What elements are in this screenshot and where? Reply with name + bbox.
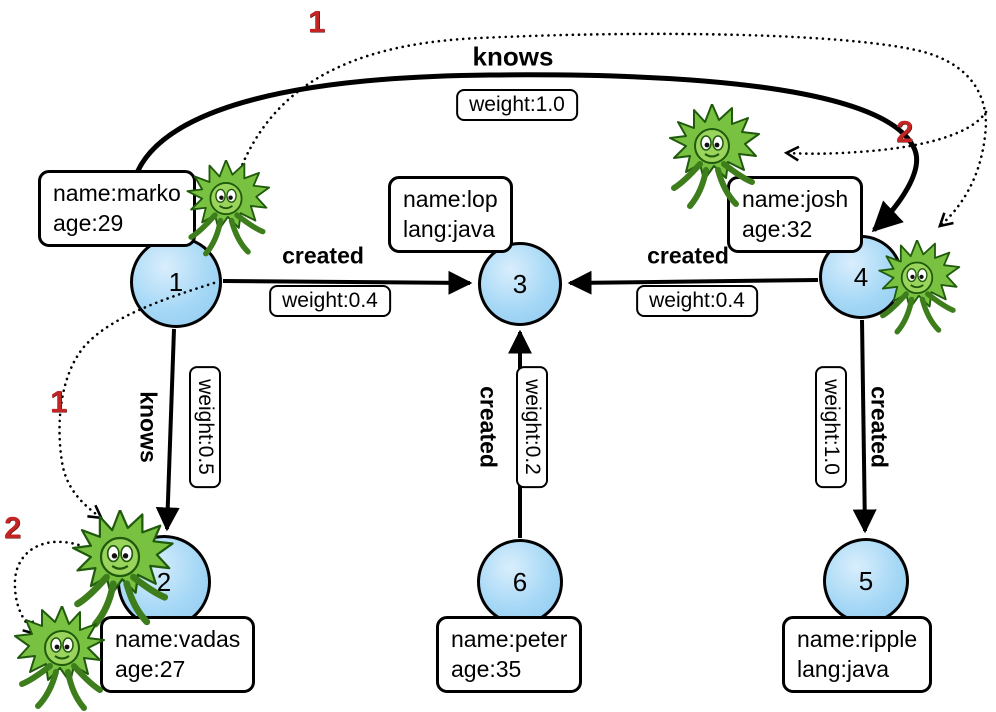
prop-line: name:vadas <box>115 626 241 652</box>
prop-line: name:ripple <box>797 626 918 652</box>
propbox-lop: name:lop lang:java <box>388 176 513 253</box>
vertex-1-label: 1 <box>168 266 184 297</box>
step-marker-2-right: 2 <box>896 114 914 149</box>
vertex-6-label: 6 <box>512 566 528 597</box>
propbox-peter: name:peter age:35 <box>436 616 583 693</box>
vertex-6: 6 <box>477 539 563 625</box>
prop-line: name:peter <box>451 626 568 652</box>
prop-line: name:josh <box>742 186 849 212</box>
vertex-4-label: 4 <box>853 261 869 292</box>
vertex-5: 5 <box>823 538 909 624</box>
gremlin-icon <box>12 606 112 712</box>
edge-label-created-middle: created <box>475 386 502 468</box>
prop-line: age:35 <box>451 656 522 683</box>
propbox-marko: name:marko age:29 <box>38 170 196 247</box>
gremlin-icon <box>662 104 762 214</box>
step-marker-2-bottom: 2 <box>4 510 22 545</box>
prop-line: lang:java <box>403 216 496 243</box>
edge-1-knows-2 <box>155 328 180 532</box>
edge-label-knows-vertical: knows <box>135 391 162 463</box>
propbox-ripple: name:ripple lang:java <box>782 616 933 693</box>
vertex-2-label: 2 <box>156 566 172 597</box>
weight-box-knows-vertical: weight:0.5 <box>189 366 221 488</box>
weight-box-created-left: weight:0.4 <box>269 285 391 317</box>
gremlin-icon <box>872 240 962 339</box>
propbox-vadas: name:vadas age:27 <box>100 616 256 693</box>
prop-line: age:32 <box>742 216 813 243</box>
weight-box-created-rightside: weight:1.0 <box>815 366 847 488</box>
gremlin-icon <box>180 160 272 261</box>
prop-line: lang:java <box>797 656 890 683</box>
edge-1-created-3 <box>222 270 473 295</box>
propbox-josh: name:josh age:32 <box>727 176 864 253</box>
weight-box-created-right: weight:0.4 <box>636 285 758 317</box>
edge-label-knows-top: knows <box>472 41 554 72</box>
vertex-3-label: 3 <box>512 268 528 299</box>
prop-line: age:27 <box>115 656 186 683</box>
step-marker-1-left: 1 <box>50 384 68 419</box>
traversal-path-step1-top <box>238 32 988 228</box>
weight-box-created-middle: weight:0.2 <box>516 366 548 488</box>
step-marker-1-top: 1 <box>308 4 326 39</box>
vertex-5-label: 5 <box>858 565 874 596</box>
edge-label-created-rightside: created <box>866 386 893 468</box>
traversal-path-step2-right <box>783 110 988 162</box>
weight-box-knows-top: weight:1.0 <box>456 89 578 121</box>
edge-label-created-left: created <box>282 242 364 269</box>
prop-line: name:marko <box>53 180 181 206</box>
vertex-3: 3 <box>478 242 562 326</box>
edge-label-created-right: created <box>647 242 729 269</box>
prop-line: name:lop <box>403 186 498 212</box>
prop-line: age:29 <box>53 210 124 237</box>
edge-4-created-3 <box>567 270 819 295</box>
